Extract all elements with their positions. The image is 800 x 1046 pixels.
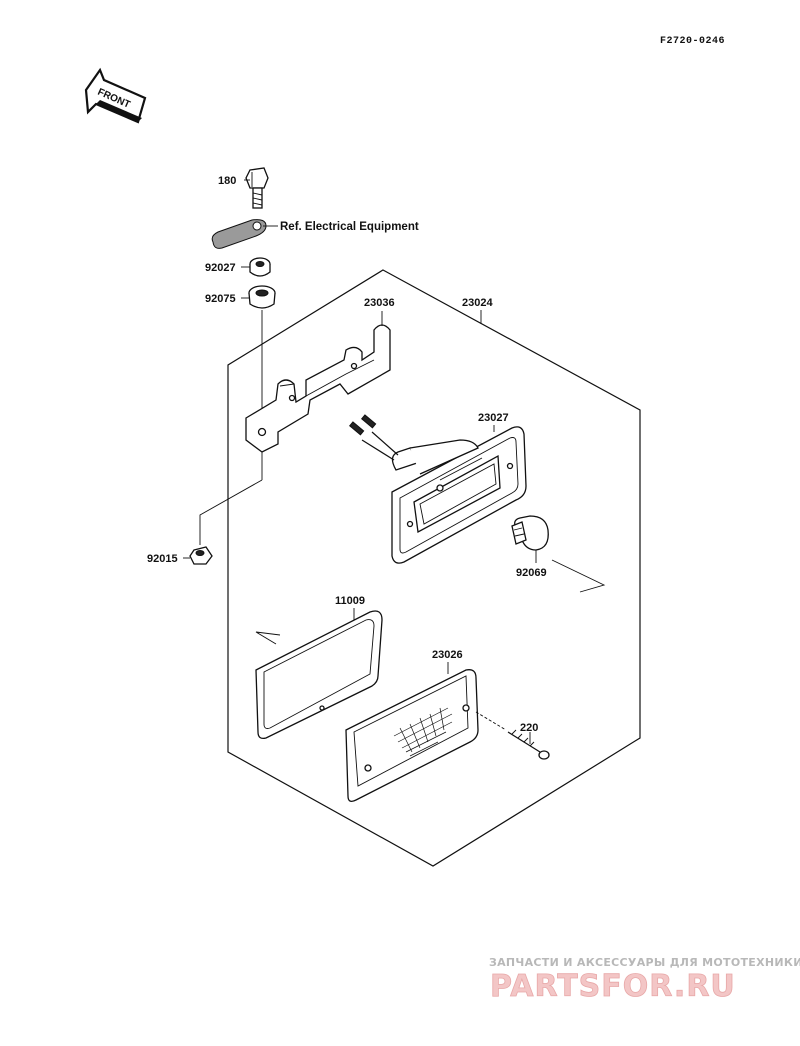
front-arrow-icon: FRONT xyxy=(84,67,147,124)
lens-23026-icon xyxy=(345,669,479,802)
label-92015: 92015 xyxy=(147,553,178,565)
watermark-logo: PARTSFOR.RU xyxy=(490,969,736,1004)
label-23027: 23027 xyxy=(478,412,509,424)
label-11009: 11009 xyxy=(335,595,365,607)
label-92027: 92027 xyxy=(205,262,236,274)
screw-220-icon xyxy=(507,729,550,760)
diagram-code: F2720-0246 xyxy=(660,36,725,47)
grommet-92075-icon xyxy=(248,285,276,309)
label-180: 180 xyxy=(218,175,236,187)
label-23026: 23026 xyxy=(432,649,463,661)
label-92075: 92075 xyxy=(205,293,236,305)
label-23036: 23036 xyxy=(364,297,395,309)
gasket-11009-icon xyxy=(255,610,383,740)
nut-92027-icon xyxy=(249,257,271,277)
nut-92015-icon xyxy=(189,546,213,565)
bracket-23036-icon xyxy=(245,324,391,453)
lamp-housing-23027-icon xyxy=(349,414,527,564)
reference-note: Ref. Electrical Equipment xyxy=(280,221,419,233)
bulb-92069-icon xyxy=(511,515,549,551)
label-92069: 92069 xyxy=(516,567,547,579)
wire-terminal-icon xyxy=(211,219,267,249)
watermark-tagline: ЗАПЧАСТИ И АКСЕССУАРЫ ДЛЯ МОТОТЕХНИКИ xyxy=(489,956,800,969)
bolt-180-icon xyxy=(245,167,269,209)
label-23024: 23024 xyxy=(462,297,493,309)
label-220: 220 xyxy=(520,722,538,734)
assembly-frame xyxy=(227,269,641,867)
